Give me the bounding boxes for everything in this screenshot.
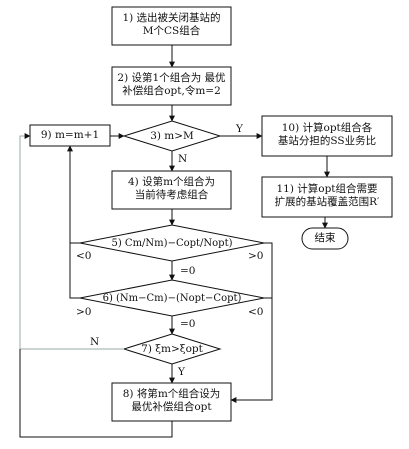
- step-4-label: 4) 设第m个组合为当前待考虑组合: [127, 176, 216, 201]
- edge-label-3-y: Y: [236, 123, 243, 135]
- arrow-5-gt0-to-8: [230, 242, 273, 403]
- arrow-6-gt0-to-9: [69, 243, 80, 299]
- arrow-8-to-9: [19, 349, 173, 438]
- edge-label-5-lt0: <0: [76, 250, 92, 262]
- arrow-7-n-to-9: [19, 133, 124, 350]
- step-10-box: [261, 115, 393, 157]
- step-8-label: 8) 将第m个组合设为最优补偿组合opt: [122, 388, 221, 413]
- edge-label-5-gt0: >0: [248, 250, 264, 262]
- step-6-label: 6) (Nm−Cm)−(Nopt−Copt): [102, 293, 242, 304]
- step-9-label: 9) m=m+1: [40, 129, 100, 141]
- end-label: 结束: [314, 232, 336, 244]
- step-8-box: [111, 382, 232, 422]
- step-2-label: 2) 设第1个组合为 最优补偿组合opt,令m=2: [117, 72, 226, 97]
- edge-label-6-lt0: <0: [248, 306, 264, 318]
- step-2-box: [111, 66, 232, 106]
- edge-label-3-n: N: [178, 153, 188, 165]
- step-11-label: 11) 计算opt组合需要扩展的基站覆盖范围R′: [274, 183, 380, 208]
- edge-label-7-y: Y: [178, 366, 185, 378]
- step-3-label: 3) m>M: [150, 130, 194, 142]
- arrow-5-lt0-to-9: [67, 145, 80, 244]
- edge-label-6-gt0: >0: [76, 306, 92, 318]
- edge-label-5-eq0: =0: [180, 265, 196, 277]
- edge-label-7-n: N: [90, 336, 100, 348]
- step-5-label: 5) Cm/Nm)−Copt/Nopt): [111, 238, 233, 249]
- step-10-label: 10) 计算opt组合各基站分担的SS业务比: [277, 122, 377, 147]
- edge-label-6-eq0: =0: [180, 318, 196, 330]
- step-4-box: [111, 170, 232, 210]
- step-11-box: [261, 176, 393, 218]
- step-7-label: 7) ξm>ξopt: [141, 343, 203, 355]
- step-1-box: [111, 6, 232, 46]
